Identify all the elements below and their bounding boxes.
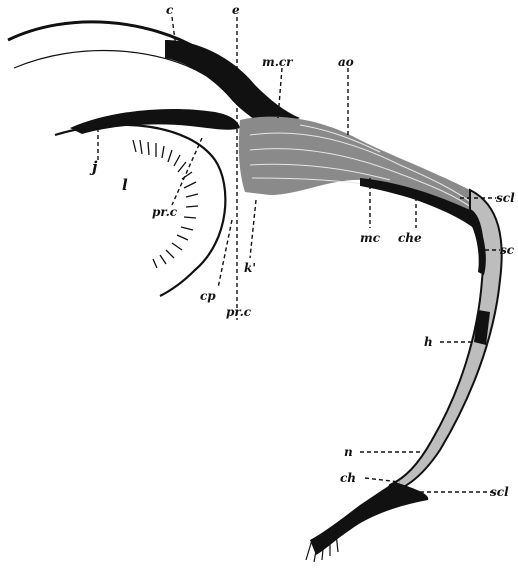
label-scl-top: scl (496, 191, 515, 205)
iris (70, 109, 240, 134)
leader-lines (98, 17, 500, 492)
label-m-cr: m.cr (262, 55, 294, 69)
label-mc: mc (360, 231, 381, 245)
label-k: k' (244, 261, 256, 275)
optic-nerve (310, 482, 428, 555)
label-h: h (424, 335, 433, 349)
label-j: j (89, 158, 98, 176)
label-cp: cp (200, 289, 216, 303)
label-pr-c-bottom: pr.c (226, 305, 252, 319)
label-e: e (232, 3, 240, 17)
ciliary-muscle (239, 117, 485, 215)
label-c: c (166, 3, 174, 17)
lens (55, 125, 225, 296)
label-sc: sc (500, 243, 515, 257)
label-ao: ao (338, 55, 354, 69)
label-scl-bottom: scl (490, 485, 509, 499)
label-pr-c-left: pr.c (152, 205, 178, 219)
label-l: l (122, 176, 128, 194)
label-n: n (344, 445, 353, 459)
label-ch: ch (340, 471, 356, 485)
label-che: che (398, 231, 422, 245)
ciliary-processes (133, 140, 198, 268)
